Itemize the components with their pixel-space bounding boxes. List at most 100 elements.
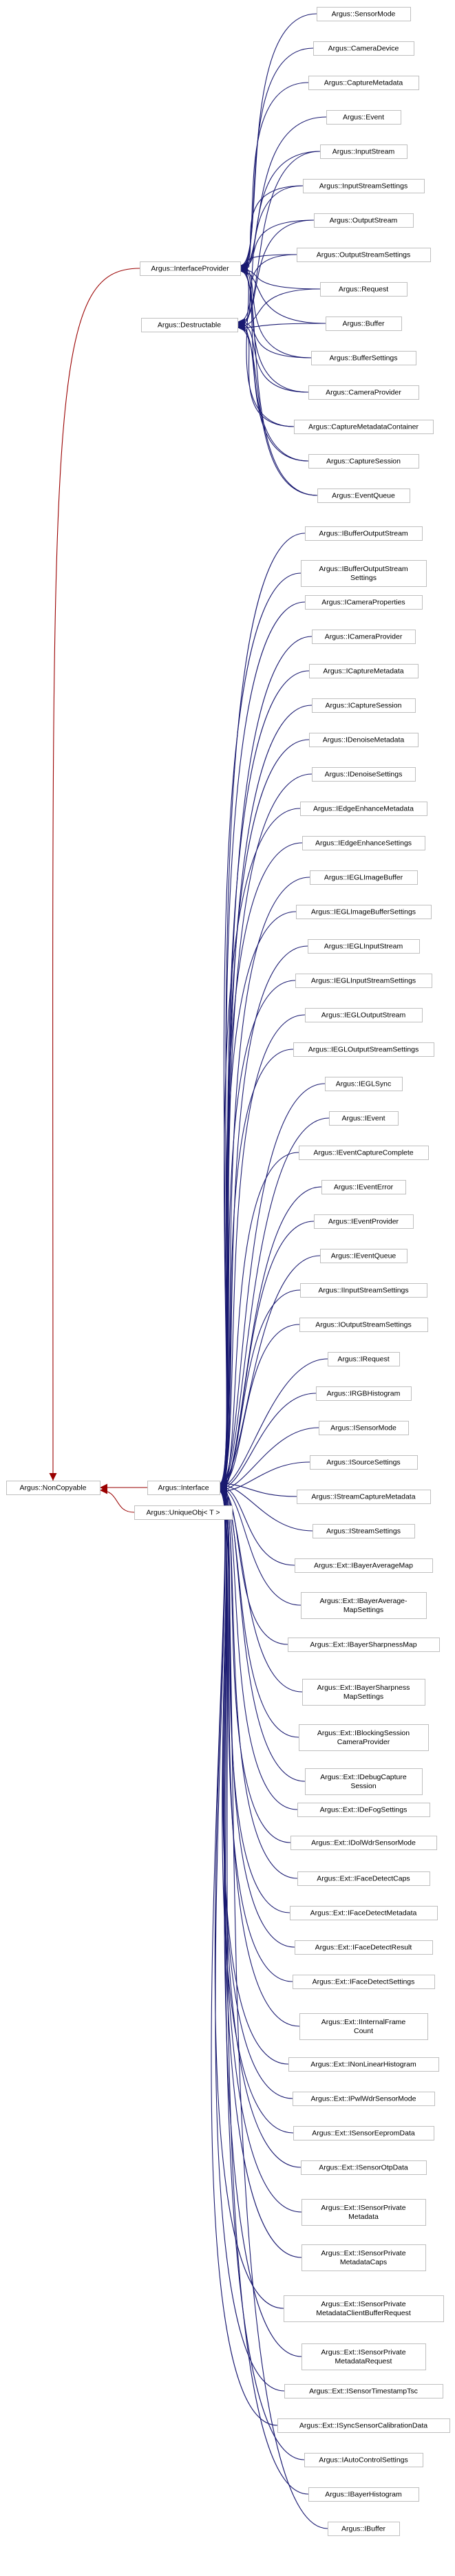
- edge-ieglimagebuffersettings-to-interface: [219, 911, 297, 1493]
- node-capturemetadatacontainer[interactable]: Argus::CaptureMetadataContainer: [294, 420, 434, 434]
- node-ext-iblockingsession-cameraprovider[interactable]: Argus::Ext::IBlockingSessionCameraProvid…: [299, 1724, 429, 1751]
- node-irequest[interactable]: Argus::IRequest: [328, 1352, 400, 1366]
- node-icapturemetadata[interactable]: Argus::ICaptureMetadata: [309, 664, 419, 678]
- node-ext-isensorprivate-metadatarequest[interactable]: Argus::Ext::ISensorPrivateMetadataReques…: [301, 2343, 426, 2370]
- node-iinputstreamsettings[interactable]: Argus::IInputStreamSettings: [300, 1283, 427, 1298]
- node-ext-ifacedetectresult-label-0: Argus::Ext::IFaceDetectResult: [315, 1944, 412, 1952]
- node-isourcesettings[interactable]: Argus::ISourceSettings: [310, 1455, 418, 1470]
- node-capturemetadata[interactable]: Argus::CaptureMetadata: [308, 76, 419, 90]
- node-ext-ifacedetectsettings[interactable]: Argus::Ext::IFaceDetectSettings: [293, 1975, 435, 1989]
- edge-ext-isensorprivatemetadatarequest-to-interface: [219, 1481, 302, 2357]
- node-ext-ibayersharpnessmap-label-0: Argus::Ext::IBayerSharpnessMap: [310, 1641, 416, 1649]
- node-interface[interactable]: Argus::Interface: [147, 1481, 220, 1495]
- node-cameradevice-label-0: Argus::CameraDevice: [328, 45, 399, 53]
- node-ieventcapturecomplete[interactable]: Argus::IEventCaptureComplete: [299, 1146, 429, 1160]
- node-ieglsync[interactable]: Argus::IEGLSync: [325, 1077, 403, 1091]
- node-iedgeenhancemetadata[interactable]: Argus::IEdgeEnhanceMetadata: [300, 802, 427, 816]
- node-ieglimagebuffer[interactable]: Argus::IEGLImageBuffer: [310, 870, 418, 885]
- node-iautocontrolsettings[interactable]: Argus::IAutoControlSettings: [304, 2453, 423, 2467]
- edge-capturesession-to-destructable: [237, 322, 309, 462]
- node-ieglinputstreamsettings[interactable]: Argus::IEGLInputStreamSettings: [295, 974, 432, 988]
- node-ioutputstreamsettings[interactable]: Argus::IOutputStreamSettings: [299, 1318, 428, 1332]
- node-cameraprovider[interactable]: Argus::CameraProvider: [308, 385, 419, 400]
- edge-ext-isensortimestamptsc-to-interface: [215, 1482, 285, 2392]
- node-interfaceprovider[interactable]: Argus::InterfaceProvider: [140, 261, 241, 276]
- node-ieventqueue[interactable]: Argus::IEventQueue: [320, 1249, 408, 1263]
- node-icapturesession[interactable]: Argus::ICaptureSession: [312, 698, 416, 713]
- node-ext-ifacedetectresult[interactable]: Argus::Ext::IFaceDetectResult: [295, 1940, 433, 1955]
- edge-ext-isyncsensorcalibrationdata-to-interface: [211, 1483, 278, 2426]
- edge-isensormode-to-interface: [219, 1427, 319, 1494]
- node-inputstream[interactable]: Argus::InputStream: [320, 144, 408, 159]
- node-inputstreamsettings[interactable]: Argus::InputStreamSettings: [303, 179, 425, 193]
- node-idenoisemetadata[interactable]: Argus::IDenoiseMetadata: [309, 733, 419, 747]
- node-ext-isensortimestamptsc[interactable]: Argus::Ext::ISensorTimestampTsc: [284, 2384, 443, 2398]
- node-request[interactable]: Argus::Request: [320, 282, 408, 297]
- node-ibuffer[interactable]: Argus::IBuffer: [328, 2522, 400, 2536]
- node-idenoisesettings[interactable]: Argus::IDenoiseSettings: [312, 767, 416, 782]
- node-cameradevice[interactable]: Argus::CameraDevice: [313, 41, 414, 56]
- node-isensormode[interactable]: Argus::ISensorMode: [319, 1421, 409, 1435]
- node-ext-ifacedetectcaps[interactable]: Argus::Ext::IFaceDetectCaps: [297, 1871, 430, 1886]
- node-ieglimagebuffersettings[interactable]: Argus::IEGLImageBufferSettings: [296, 905, 432, 919]
- node-ext-isyncsensorcalibrationdata[interactable]: Argus::Ext::ISyncSensorCalibrationData: [277, 2418, 450, 2433]
- edge-istreamsettings-to-interface: [219, 1481, 313, 1532]
- node-icameraproperties[interactable]: Argus::ICameraProperties: [305, 595, 423, 610]
- node-ext-ibayeraverage-mapsettings[interactable]: Argus::Ext::IBayerAverage-MapSettings: [301, 1592, 427, 1619]
- node-ext-isensorprivate-metadataclientbufferrequest[interactable]: Argus::Ext::ISensorPrivateMetadataClient…: [284, 2295, 444, 2322]
- node-outputstreamsettings[interactable]: Argus::OutputStreamSettings: [297, 248, 431, 262]
- node-ibuffer-label-0: Argus::IBuffer: [341, 2525, 386, 2533]
- node-inputstream-label-0: Argus::InputStream: [332, 148, 395, 156]
- edge-idenoisesettings-to-interface: [219, 773, 313, 1488]
- node-uniqueobj[interactable]: Argus::UniqueObj< T >: [134, 1505, 233, 1520]
- node-istreamsettings[interactable]: Argus::IStreamSettings: [313, 1524, 415, 1538]
- node-istreamcapturemetadata[interactable]: Argus::IStreamCaptureMetadata: [297, 1490, 431, 1504]
- node-ext-inonlinearhistogram[interactable]: Argus::Ext::INonLinearHistogram: [288, 2057, 439, 2072]
- node-ieventprovider[interactable]: Argus::IEventProvider: [314, 1214, 414, 1229]
- node-ext-isensorprivate-metadataclientbufferrequest-label-1: MetadataClientBufferRequest: [316, 2309, 411, 2317]
- node-ext-ibayeraveragemap-label-0: Argus::Ext::IBayerAverageMap: [314, 1562, 413, 1570]
- edge-ext-ifacedetectmetadata-to-interface: [219, 1485, 290, 1913]
- node-ext-ibayersharpnessmap[interactable]: Argus::Ext::IBayerSharpnessMap: [288, 1638, 440, 1652]
- node-icameraprovider[interactable]: Argus::ICameraProvider: [312, 630, 416, 644]
- node-ext-idolwdrsensormode[interactable]: Argus::Ext::IDolWdrSensorMode: [290, 1836, 437, 1850]
- node-eventqueue[interactable]: Argus::EventQueue: [317, 489, 410, 503]
- node-iedgeenhancesettings[interactable]: Argus::IEdgeEnhanceSettings: [302, 836, 425, 850]
- node-ibayerhistogram[interactable]: Argus::IBayerHistogram: [308, 2487, 419, 2502]
- edge-irgbhistogram-to-interface: [219, 1393, 317, 1493]
- node-iegloutputstream[interactable]: Argus::IEGLOutputStream: [305, 1008, 423, 1022]
- node-irgbhistogram[interactable]: Argus::IRGBHistogram: [316, 1386, 412, 1401]
- node-buffer[interactable]: Argus::Buffer: [326, 316, 402, 331]
- edge-isourcesettings-to-interface: [219, 1461, 310, 1496]
- node-sensormode[interactable]: Argus::SensorMode: [317, 7, 411, 21]
- node-iegloutputstreamsettings[interactable]: Argus::IEGLOutputStreamSettings: [293, 1042, 434, 1057]
- node-ext-ibayeraveragemap[interactable]: Argus::Ext::IBayerAverageMap: [295, 1558, 433, 1573]
- node-ievent[interactable]: Argus::IEvent: [329, 1111, 399, 1126]
- node-event[interactable]: Argus::Event: [326, 110, 401, 125]
- edge-capturemetadata-to-interfaceprovider: [240, 82, 309, 272]
- node-iinputstreamsettings-label-0: Argus::IInputStreamSettings: [318, 1287, 408, 1295]
- edge-outputstream-to-destructable: [237, 219, 315, 328]
- node-ibufferoutputstream[interactable]: Argus::IBufferOutputStream: [305, 526, 423, 541]
- node-noncopyable[interactable]: Argus::NonCopyable: [6, 1481, 100, 1495]
- edge-ext-ifacedetectsettings-to-interface: [219, 1488, 293, 1982]
- node-destructable[interactable]: Argus::Destructable: [141, 318, 238, 332]
- node-ieglinputstream[interactable]: Argus::IEGLInputStream: [308, 939, 420, 954]
- node-outputstream[interactable]: Argus::OutputStream: [314, 213, 414, 228]
- node-ieventerror[interactable]: Argus::IEventError: [321, 1180, 406, 1194]
- node-buffer-label-0: Argus::Buffer: [342, 320, 385, 328]
- node-ext-ipwlwdrsensormode[interactable]: Argus::Ext::IPwlWdrSensorMode: [293, 2092, 435, 2106]
- node-buffersettings[interactable]: Argus::BufferSettings: [311, 351, 416, 365]
- node-ext-isensoreepromdata[interactable]: Argus::Ext::ISensorEepromData: [293, 2126, 434, 2140]
- node-capturesession[interactable]: Argus::CaptureSession: [308, 454, 419, 469]
- node-ext-ifacedetectmetadata[interactable]: Argus::Ext::IFaceDetectMetadata: [290, 1906, 438, 1920]
- node-ieventerror-label-0: Argus::IEventError: [334, 1183, 394, 1192]
- node-ext-isensorotpdata[interactable]: Argus::Ext::ISensorOtpData: [301, 2160, 427, 2175]
- node-ext-idefogsettings[interactable]: Argus::Ext::IDeFogSettings: [297, 1803, 430, 1817]
